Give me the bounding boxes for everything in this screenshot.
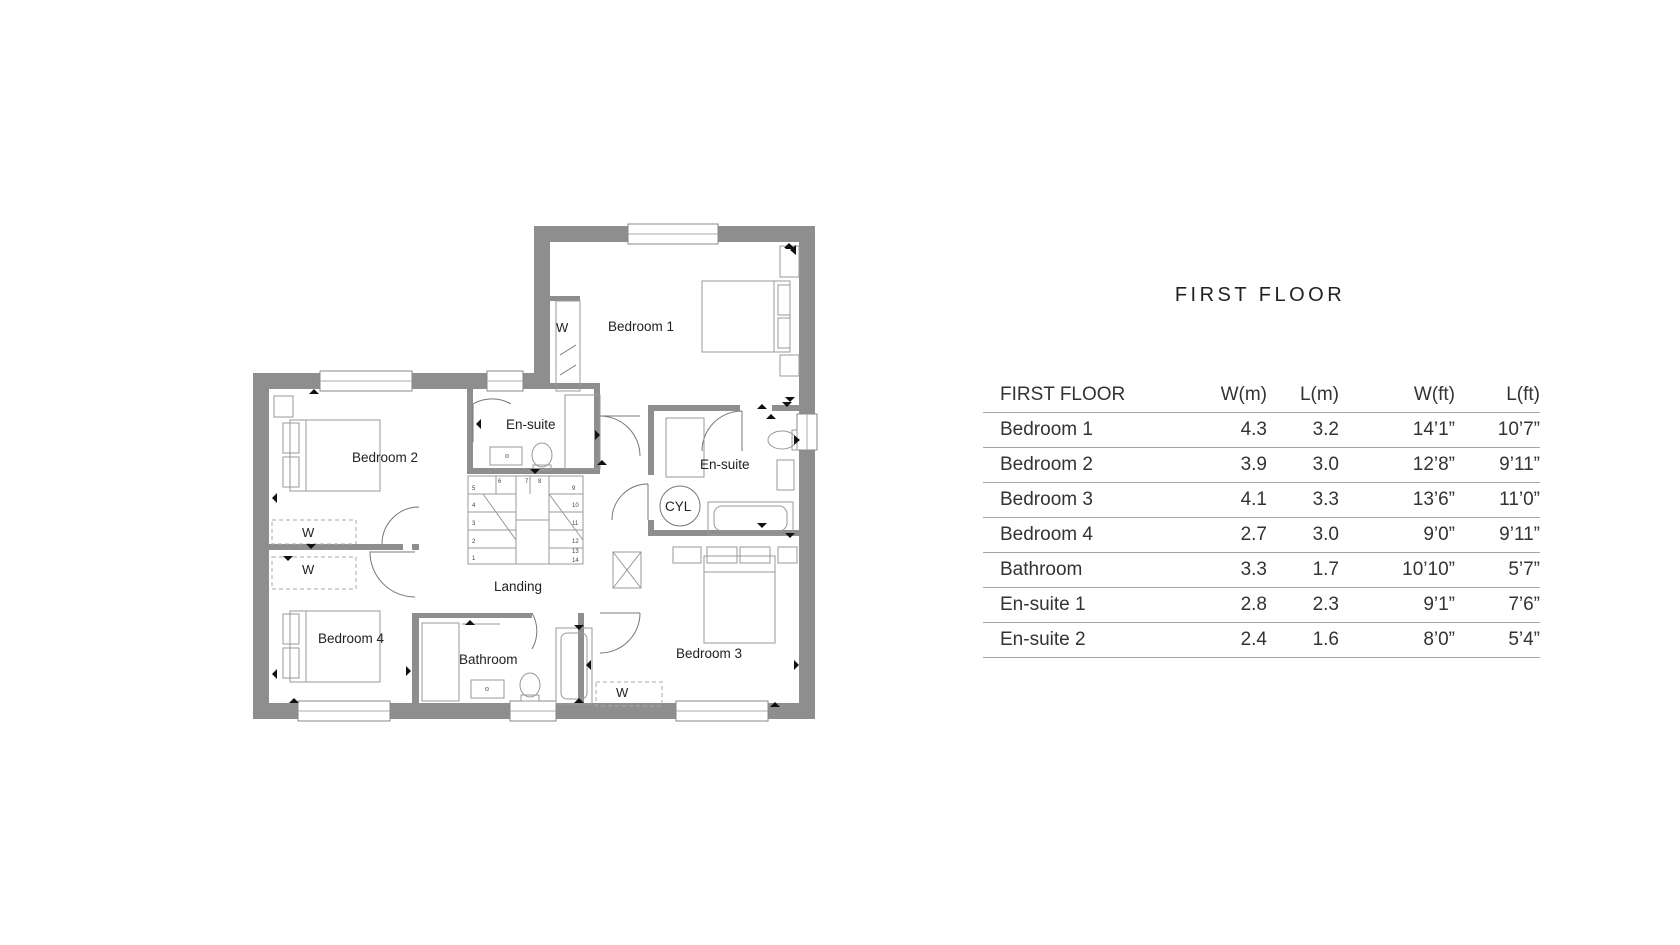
column-header-length-m: L(m): [1267, 378, 1339, 413]
inner-walls: [253, 296, 815, 719]
label-bedroom-2: Bedroom 2: [352, 450, 418, 465]
table-row: Bathroom 3.3 1.7 10’10” 5’7”: [983, 552, 1540, 588]
room-name: En-suite 2: [983, 622, 1175, 658]
width-m: 4.3: [1175, 412, 1267, 448]
label-ensuite-1: En-suite: [506, 417, 556, 432]
svg-text:2: 2: [472, 539, 476, 545]
room-name: Bathroom: [983, 552, 1175, 588]
room-name: Bedroom 2: [983, 447, 1175, 483]
label-bedroom-1: Bedroom 1: [608, 319, 674, 334]
table-row: Bedroom 1 4.3 3.2 14’1” 10’7”: [983, 412, 1540, 448]
length-m: 3.0: [1267, 447, 1339, 483]
room-labels: Bedroom 1 Bedroom 2 Bedroom 3 Bedroom 4 …: [302, 319, 750, 700]
table-row: En-suite 1 2.8 2.3 9’1” 7’6”: [983, 587, 1540, 623]
length-ft: 5’4”: [1455, 622, 1540, 658]
markers: [272, 243, 800, 707]
length-m: 3.0: [1267, 517, 1339, 553]
length-ft: 9’11”: [1455, 447, 1540, 483]
length-ft: 7’6”: [1455, 587, 1540, 623]
label-wardrobe-bedroom-4: W: [302, 562, 315, 577]
svg-text:8: 8: [538, 479, 542, 485]
svg-text:1: 1: [472, 556, 476, 562]
svg-text:12: 12: [572, 539, 579, 545]
column-header-room: FIRST FLOOR: [983, 378, 1175, 413]
label-bathroom: Bathroom: [459, 652, 518, 667]
table-row: Bedroom 4 2.7 3.0 9’0” 9’11”: [983, 517, 1540, 553]
window-glazing-lines: [298, 233, 808, 712]
label-bedroom-4: Bedroom 4: [318, 631, 385, 646]
length-ft: 9’11”: [1455, 517, 1540, 553]
svg-text:4: 4: [472, 503, 476, 509]
bed-bedroom-3: [672, 546, 798, 644]
column-header-width-m: W(m): [1175, 378, 1267, 413]
bathroom-fittings: [421, 622, 593, 705]
width-ft: 14’1”: [1339, 412, 1455, 448]
svg-text:9: 9: [572, 486, 576, 492]
label-bedroom-3: Bedroom 3: [676, 646, 742, 661]
column-header-width-ft: W(ft): [1339, 378, 1455, 413]
length-m: 2.3: [1267, 587, 1339, 623]
room-name: Bedroom 3: [983, 482, 1175, 518]
length-m: 3.2: [1267, 412, 1339, 448]
label-wardrobe-bedroom-2: W: [302, 525, 315, 540]
label-landing: Landing: [494, 579, 542, 594]
length-ft: 11’0”: [1455, 482, 1540, 518]
length-ft: 5’7”: [1455, 552, 1540, 588]
svg-text:3: 3: [472, 521, 476, 527]
svg-text:14: 14: [572, 558, 579, 564]
bed-bedroom-4: [282, 610, 381, 683]
bed-bedroom-1: [701, 245, 800, 377]
svg-text:10: 10: [572, 503, 579, 509]
loft-hatch: [612, 551, 642, 589]
label-cylinder: CYL: [665, 499, 692, 514]
width-m: 3.3: [1175, 552, 1267, 588]
ensuite-2-fittings: [665, 417, 798, 536]
svg-text:13: 13: [572, 549, 579, 555]
staircase: [467, 475, 584, 565]
cylinder: [659, 485, 701, 527]
length-m: 1.6: [1267, 622, 1339, 658]
table-row: Bedroom 3 4.1 3.3 13’6” 11’0”: [983, 482, 1540, 518]
svg-text:7: 7: [525, 479, 529, 485]
length-m: 1.7: [1267, 552, 1339, 588]
room-name: Bedroom 1: [983, 412, 1175, 448]
width-m: 2.8: [1175, 587, 1267, 623]
width-ft: 8’0”: [1339, 622, 1455, 658]
room-name: Bedroom 4: [983, 517, 1175, 553]
svg-text:6: 6: [498, 479, 502, 485]
room-dimensions-table: FIRST FLOOR W(m) L(m) W(ft) L(ft) Bedroo…: [983, 378, 1540, 658]
width-ft: 9’1”: [1339, 587, 1455, 623]
table-header-row: FIRST FLOOR W(m) L(m) W(ft) L(ft): [983, 378, 1540, 413]
floor-title: FIRST FLOOR: [1174, 284, 1346, 306]
width-m: 2.4: [1175, 622, 1267, 658]
column-header-length-ft: L(ft): [1455, 378, 1540, 413]
width-m: 4.1: [1175, 482, 1267, 518]
bed-bedroom-2: [273, 395, 381, 492]
width-m: 2.7: [1175, 517, 1267, 553]
table-row: En-suite 2 2.4 1.6 8’0” 5’4”: [983, 622, 1540, 658]
label-ensuite-2: En-suite: [700, 457, 750, 472]
svg-text:11: 11: [572, 521, 579, 527]
door-swings: [369, 398, 743, 654]
label-wardrobe-bedroom-1: W: [556, 320, 569, 335]
length-ft: 10’7”: [1455, 412, 1540, 448]
width-ft: 10’10”: [1339, 552, 1455, 588]
width-ft: 12’8”: [1339, 447, 1455, 483]
label-wardrobe-bedroom-3: W: [616, 685, 629, 700]
width-ft: 9’0”: [1339, 517, 1455, 553]
stair-step-numbers: 5 4 3 2 1 6 7 8 9 10 11 12 13 14: [472, 479, 579, 564]
svg-text:5: 5: [472, 486, 476, 492]
width-m: 3.9: [1175, 447, 1267, 483]
width-ft: 13’6”: [1339, 482, 1455, 518]
room-name: En-suite 1: [983, 587, 1175, 623]
length-m: 3.3: [1267, 482, 1339, 518]
wardrobes: [271, 300, 663, 707]
ensuite-1-fittings: [489, 394, 601, 471]
table-row: Bedroom 2 3.9 3.0 12’8” 9’11”: [983, 447, 1540, 483]
